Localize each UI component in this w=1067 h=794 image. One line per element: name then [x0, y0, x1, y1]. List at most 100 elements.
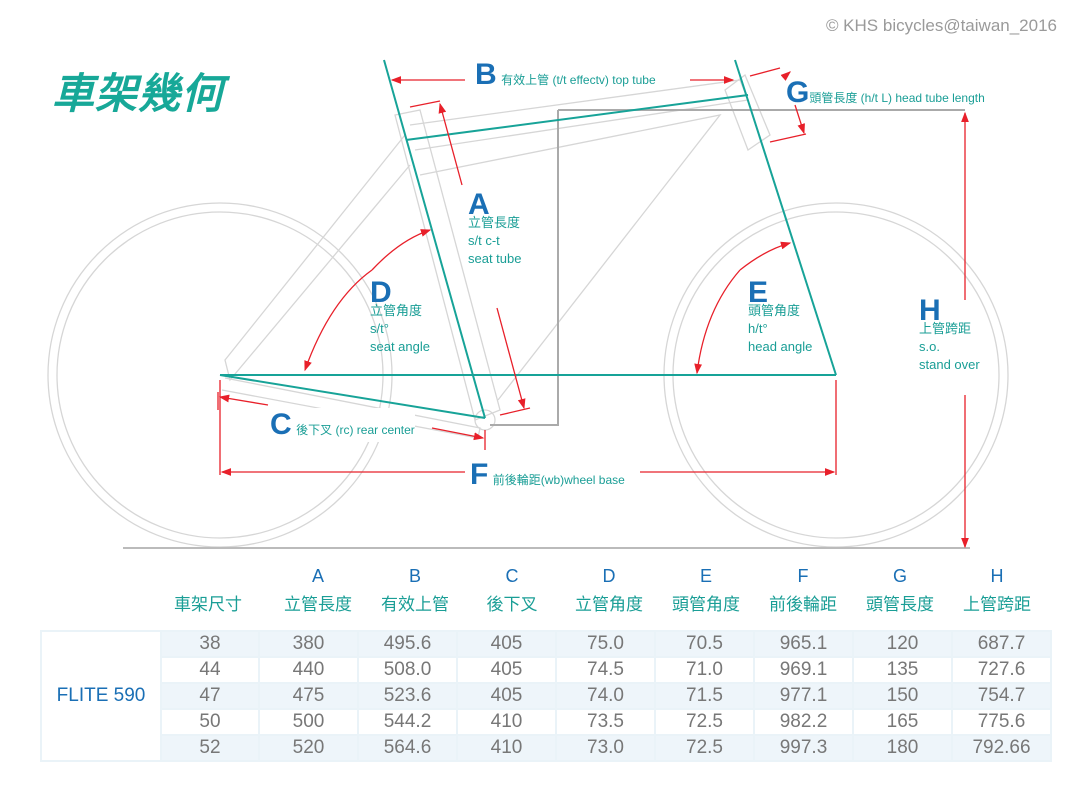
standover-guides — [123, 109, 970, 549]
table-cell: 74.0 — [555, 682, 656, 710]
column-letter: F — [797, 566, 809, 586]
label-d-en: seat angle — [370, 339, 430, 354]
label-g-text: 頭管長度 (h/t L) head tube length — [809, 91, 985, 105]
table-cell: 50 — [160, 708, 260, 736]
label-f: F 前後輪距(wb)wheel base — [470, 458, 625, 492]
label-a-zh: 立管長度 — [468, 215, 521, 230]
column-name: 頭管長度 — [866, 595, 934, 614]
table-cell: 997.3 — [753, 734, 854, 762]
table-cell: 727.6 — [951, 656, 1052, 684]
column-letter: H — [990, 566, 1004, 586]
column-header: A 立管長度 — [270, 566, 366, 615]
label-g: G頭管長度 (h/t L) head tube length — [786, 76, 985, 110]
label-a-abbr: s/t c-t — [468, 233, 500, 248]
table-cell: 523.6 — [357, 682, 458, 710]
label-a-en: seat tube — [468, 251, 522, 266]
letter-d: D — [370, 276, 392, 309]
label-e-abbr: h/t° — [748, 321, 768, 336]
label-h-abbr: s.o. — [919, 339, 940, 354]
label-e-en: head angle — [748, 339, 813, 354]
column-letter: G — [892, 566, 907, 586]
column-name: 上管跨距 — [963, 595, 1031, 614]
table-cell: 165 — [852, 708, 953, 736]
table-cell: 73.0 — [555, 734, 656, 762]
column-header: B 有效上管 — [367, 566, 463, 615]
letter-b: B — [475, 58, 497, 91]
letter-g: G — [786, 76, 810, 109]
column-name: 有效上管 — [381, 595, 449, 614]
table-cell: 754.7 — [951, 682, 1052, 710]
column-header: E 頭管角度 — [658, 566, 754, 615]
table-cell: 982.2 — [753, 708, 854, 736]
table-cell: 74.5 — [555, 656, 656, 684]
column-header: H 上管跨距 — [949, 566, 1045, 615]
table-cell: 72.5 — [654, 708, 755, 736]
geometry-lines — [219, 59, 837, 419]
table-cell: 410 — [456, 734, 557, 762]
letter-f: F — [470, 458, 489, 491]
size-header-text: 車架尺寸 — [174, 595, 242, 614]
label-f-text: 前後輪距(wb)wheel base — [492, 473, 625, 487]
column-header: G 頭管長度 — [852, 566, 948, 615]
table-cell: 71.0 — [654, 656, 755, 684]
table-cell: 965.1 — [753, 630, 854, 658]
table-cell: 977.1 — [753, 682, 854, 710]
label-e-zh: 頭管角度 — [748, 303, 801, 318]
table-cell: 52 — [160, 734, 260, 762]
table-cell: 70.5 — [654, 630, 755, 658]
table-cell: 72.5 — [654, 734, 755, 762]
table-cell: 495.6 — [357, 630, 458, 658]
table-cell: 405 — [456, 630, 557, 658]
table-cell: 44 — [160, 656, 260, 684]
letter-e: E — [748, 276, 769, 309]
table-cell: 180 — [852, 734, 953, 762]
page-title: 車架幾何 — [52, 70, 225, 117]
table-cell: 73.5 — [555, 708, 656, 736]
size-header: 車架尺寸 — [160, 590, 256, 615]
table-cell: 775.6 — [951, 708, 1052, 736]
table-cell: 38 — [160, 630, 260, 658]
table-cell: 440 — [258, 656, 359, 684]
table-cell: 405 — [456, 682, 557, 710]
label-b-text: 有效上管 (t/t effectv) top tube — [501, 73, 656, 87]
table-cell: 150 — [852, 682, 953, 710]
table-cell: 544.2 — [357, 708, 458, 736]
table-cell: 410 — [456, 708, 557, 736]
table-cell: 687.7 — [951, 630, 1052, 658]
column-letter: E — [699, 566, 712, 586]
table-cell: 135 — [852, 656, 953, 684]
label-h-en: stand over — [919, 357, 980, 372]
column-name: 頭管角度 — [672, 595, 740, 614]
table-cell: 380 — [258, 630, 359, 658]
model-name: FLITE 590 — [40, 630, 162, 762]
column-letter: B — [408, 566, 421, 586]
letter-c: C — [270, 408, 292, 441]
table-cell: 792.66 — [951, 734, 1052, 762]
column-letter: A — [311, 566, 324, 586]
table-cell: 508.0 — [357, 656, 458, 684]
table-cell: 475 — [258, 682, 359, 710]
table-cell: 969.1 — [753, 656, 854, 684]
column-name: 立管長度 — [284, 595, 352, 614]
label-c-text: 後下叉 (rc) rear center — [296, 423, 415, 437]
table-cell: 47 — [160, 682, 260, 710]
table-cell: 75.0 — [555, 630, 656, 658]
table-cell: 520 — [258, 734, 359, 762]
column-letter: D — [602, 566, 616, 586]
table-cell: 564.6 — [357, 734, 458, 762]
letter-h: H — [919, 294, 941, 327]
label-d-abbr: s/t° — [370, 321, 389, 336]
